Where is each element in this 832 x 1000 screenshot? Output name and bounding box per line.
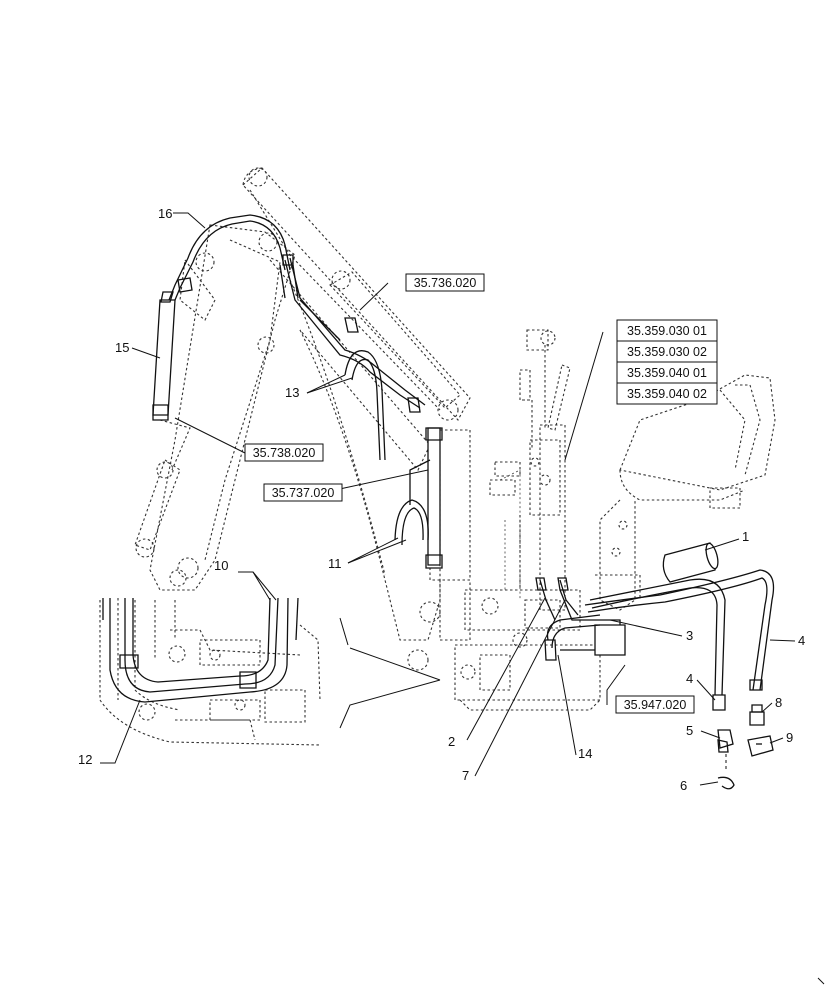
callout-2: 2 [448,734,455,749]
callout-16: 16 [158,206,172,221]
boom-phantom-outline [242,167,471,671]
callout-4a: 4 [798,633,805,648]
ref-box-35-359-040-02 [616,382,718,405]
callout-12: 12 [78,752,92,767]
ref-box-35-737-020 [263,483,343,502]
callout-6: 6 [680,778,687,793]
swing-frame-phantom [429,429,601,711]
reference-boxes: 35.736.020 35.738.020 35.737.020 35.947.… [244,273,718,714]
ref-35-947-020: 35.947.020 [624,698,687,712]
dipper-phantom-outline [134,224,296,591]
boom-hoses [152,214,426,461]
ref-35-359-030-02: 35.359.030 02 [627,345,707,359]
ref-box-35-736-020 [405,273,485,292]
ref-35-736-020: 35.736.020 [414,276,477,290]
main-hoses [535,569,775,711]
ref-35-359-040-02: 35.359.040 02 [627,387,707,401]
control-valve-tower [489,329,571,611]
corner-mark [817,977,825,985]
callout-11: 11 [328,556,342,571]
callout-10: 10 [214,558,228,573]
ref-35-737-020: 35.737.020 [272,486,335,500]
callout-5: 5 [686,723,693,738]
ref-35-359-030-01: 35.359.030 01 [627,324,707,338]
callout-14: 14 [578,746,592,761]
callout-7: 7 [462,768,469,783]
callout-15: 15 [115,340,129,355]
callout-3: 3 [686,628,693,643]
detail-inset [99,597,441,746]
hose-11 [394,427,443,569]
leader-lines [100,212,796,786]
operator-seat-phantom [595,374,776,611]
callout-4b: 4 [686,671,693,686]
callout-13: 13 [285,385,299,400]
callout-9: 9 [786,730,793,745]
ref-35-738-020: 35.738.020 [253,446,316,460]
ref-35-359-040-01: 35.359.040 01 [627,366,707,380]
callout-1: 1 [742,529,749,544]
ref-box-35-738-020 [244,443,324,462]
callout-8: 8 [775,695,782,710]
loose-parts [662,542,774,790]
ref-box-35-947-020 [615,695,695,714]
callout-labels: 16 15 13 10 11 12 1 3 4 4 8 5 9 2 14 7 6 [78,206,805,793]
